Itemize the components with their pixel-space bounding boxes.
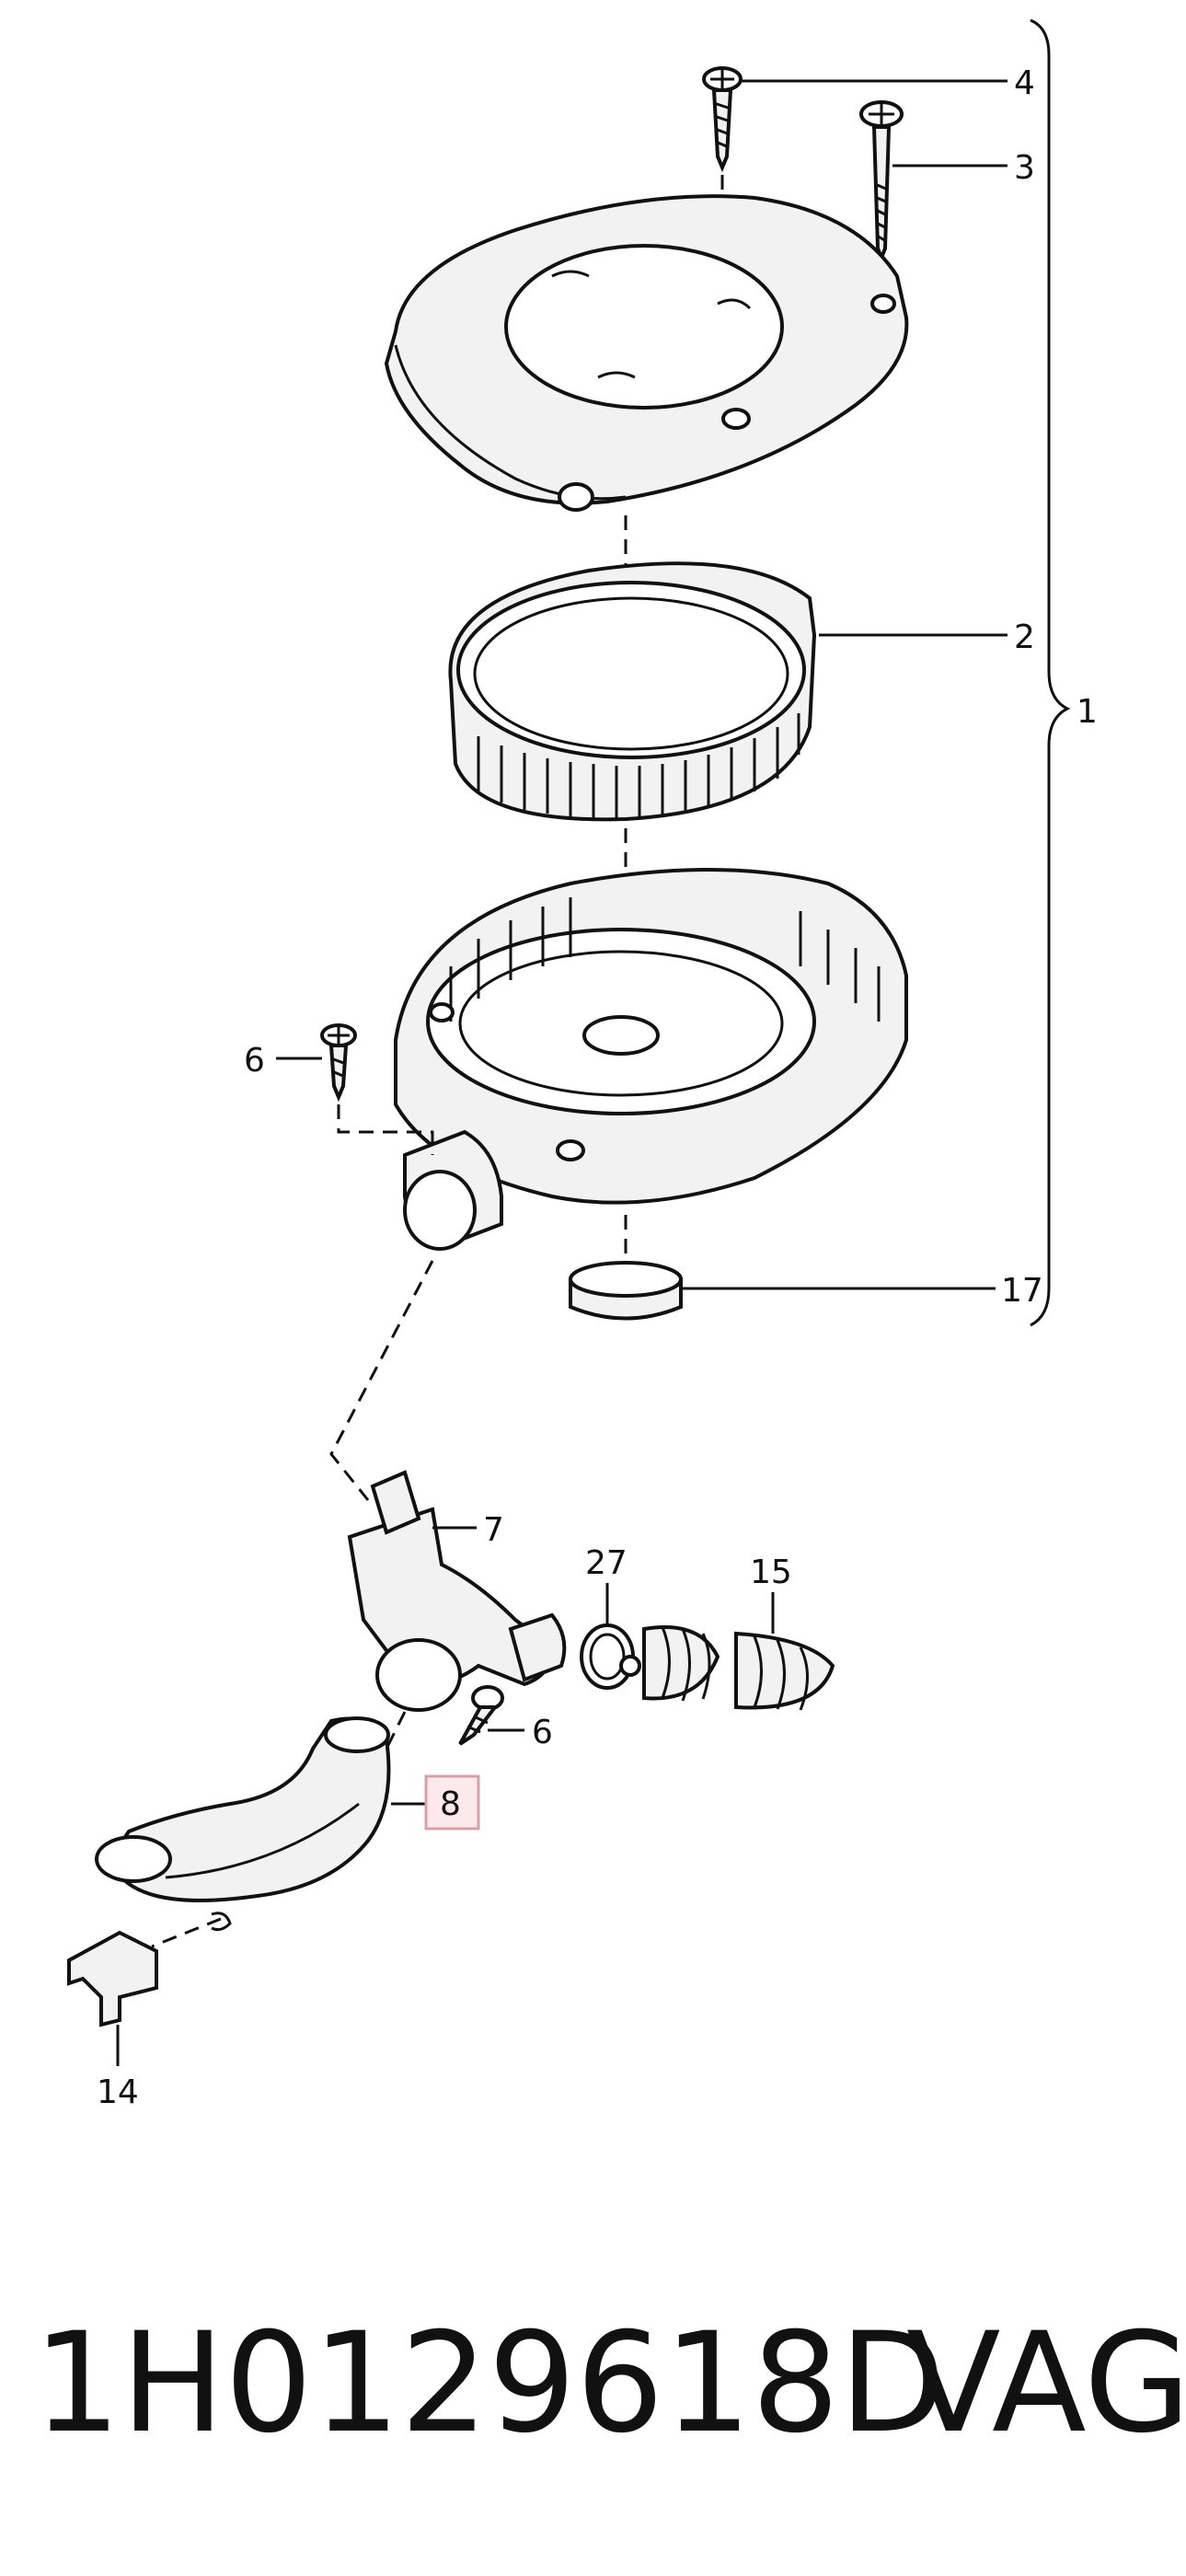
housing-intake-spigot: [403, 1129, 503, 1251]
assembly-bracket: [1030, 18, 1071, 1327]
hose-clamp-part-27: [580, 1623, 641, 1690]
brand-caption: VAG: [906, 2304, 1186, 2464]
part-number-caption: 1H0129618D: [33, 2304, 946, 2464]
callout-17: 17: [1001, 1272, 1043, 1310]
callout-6-upper: 6: [244, 1042, 265, 1080]
intake-hose-part-8: [95, 1716, 391, 1902]
callout-15: 15: [750, 1554, 792, 1591]
bellows-part-15: [642, 1625, 835, 1711]
intake-pipe-part-7: [347, 1470, 567, 1712]
callout-7: 7: [483, 1511, 504, 1549]
filter-housing-base: [394, 868, 908, 1205]
screw-part-6-lower: [458, 1685, 504, 1746]
callout-1: 1: [1077, 693, 1098, 731]
screw-part-4: [702, 66, 743, 173]
highlighted-part-box[interactable]: [424, 1774, 480, 1831]
callout-4: 4: [1014, 64, 1035, 102]
grommet-part-17: [569, 1261, 683, 1321]
callout-2: 2: [1014, 618, 1035, 656]
bracket-part-14: [67, 1912, 232, 2027]
screw-part-3: [859, 100, 904, 263]
callout-6-lower: 6: [532, 1714, 553, 1751]
screw-part-6-upper: [320, 1023, 357, 1103]
callout-3: 3: [1014, 149, 1035, 187]
callout-8: 8: [440, 1785, 461, 1823]
filter-housing-cover: [384, 194, 909, 512]
callout-14: 14: [97, 2074, 139, 2111]
callout-27: 27: [585, 1544, 628, 1582]
filter-element-part-2: [448, 561, 817, 822]
